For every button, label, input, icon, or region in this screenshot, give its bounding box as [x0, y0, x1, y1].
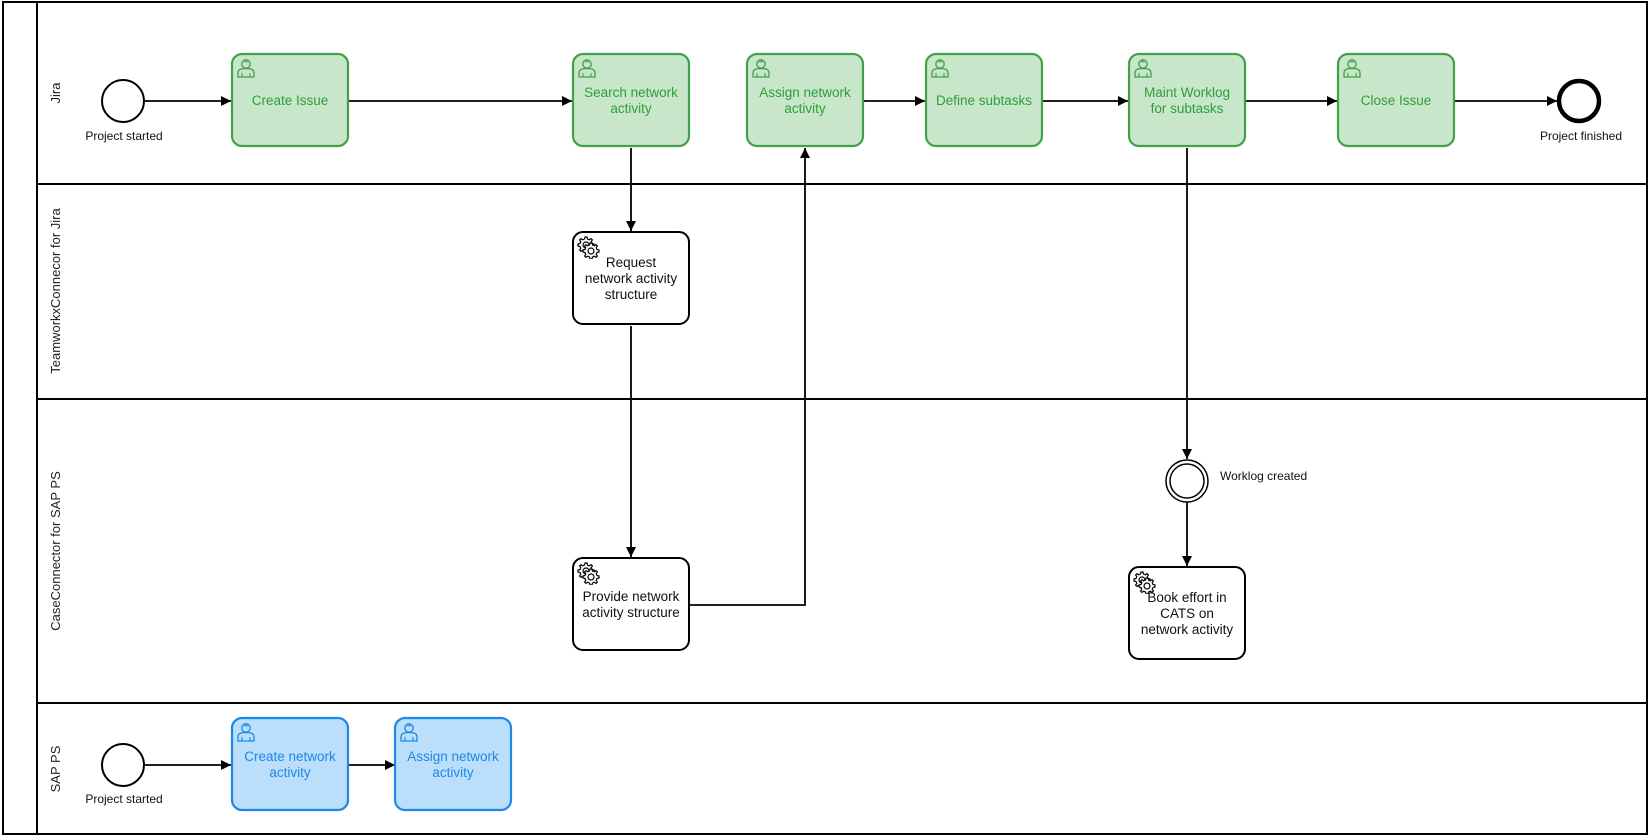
flow-provide-to-assign	[689, 148, 810, 606]
task-label-line: activity	[610, 101, 652, 116]
task-label-line: Request	[606, 255, 657, 270]
task-box	[230, 52, 350, 148]
task-label-line: activity	[432, 765, 474, 780]
task-label-line: Define subtasks	[936, 93, 1032, 108]
lane-label-caseconnector: CaseConnector for SAP PS	[48, 471, 63, 631]
lane-label-sapps: SAP PS	[48, 745, 63, 792]
task-box	[572, 231, 690, 325]
end-event-jira[interactable]	[1556, 78, 1602, 124]
task-label-line: Close Issue	[1361, 93, 1432, 108]
start-event-jira[interactable]	[101, 79, 145, 123]
task-label-line: network activity	[1141, 622, 1234, 637]
task-label-line: Book effort in	[1147, 590, 1226, 605]
task-box	[393, 716, 513, 812]
task-label-line: Assign network	[407, 749, 499, 764]
task-box	[572, 557, 690, 651]
end-event-jira-label: Project finished	[1540, 129, 1622, 143]
sequence-flows	[144, 96, 1557, 770]
lane-label-jira: Jira	[48, 82, 63, 104]
task-label-line: for subtasks	[1151, 101, 1224, 116]
start-event-sap-label: Project started	[85, 792, 162, 806]
task-box	[1128, 566, 1246, 660]
task-label-line: activity structure	[582, 605, 680, 620]
task-box	[1336, 52, 1456, 148]
task-label-line: Assign network	[759, 85, 851, 100]
task-label-line: CATS on	[1160, 606, 1214, 621]
task-close-issue[interactable]: Close Issue	[1336, 52, 1456, 148]
task-label-line: activity	[784, 101, 826, 116]
task-label-line: Provide network	[583, 589, 680, 604]
task-label-line: Create network	[244, 749, 336, 764]
task-label-line: Create Issue	[252, 93, 329, 108]
task-box	[230, 716, 350, 812]
task-box	[924, 52, 1044, 148]
lane-label-teamworkx: TeamworkxConnecor for Jira	[48, 208, 63, 374]
worklog-created-label: Worklog created	[1220, 469, 1307, 483]
task-label-line: network activity	[585, 271, 678, 286]
task-create-issue[interactable]: Create Issue	[230, 52, 350, 148]
start-event-jira-label: Project started	[85, 129, 162, 143]
task-box	[571, 52, 691, 148]
task-box	[745, 52, 865, 148]
task-label-line: Maint Worklog	[1144, 85, 1230, 100]
intermediate-event-worklog[interactable]	[1165, 459, 1209, 503]
task-define-subtasks[interactable]: Define subtasks	[924, 52, 1044, 148]
task-label-line: activity	[269, 765, 311, 780]
task-label-line: structure	[605, 287, 658, 302]
start-event-sap[interactable]	[101, 743, 145, 787]
task-box	[1127, 52, 1247, 148]
task-label-line: Search network	[584, 85, 678, 100]
